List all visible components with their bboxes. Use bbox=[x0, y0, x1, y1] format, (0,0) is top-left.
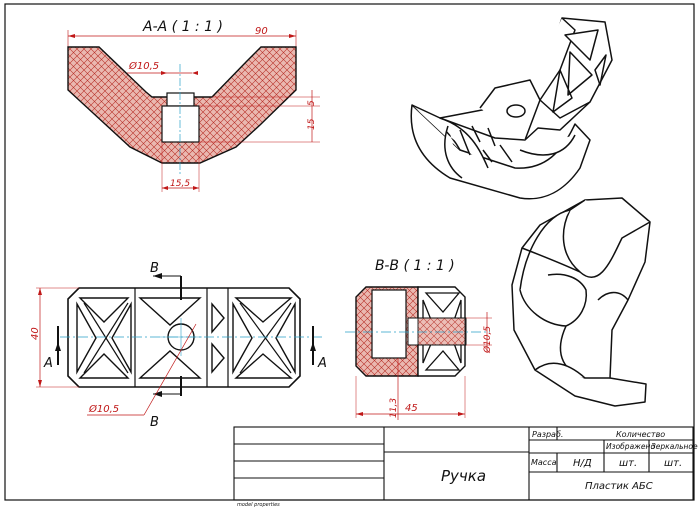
iso-view-bottom bbox=[511, 197, 651, 407]
bb-dim-hole: Ø10,5 bbox=[482, 326, 493, 354]
plan-mark-b-bottom: B bbox=[150, 415, 159, 430]
bb-dim-depth: 11,3 bbox=[389, 398, 399, 418]
tb-unit-2: шт. bbox=[664, 458, 682, 469]
plan-mark-a-right: A bbox=[317, 356, 327, 371]
section-bb-title: B-B ( 1 : 1 ) bbox=[375, 258, 455, 274]
tb-quantity-header: Количество bbox=[616, 430, 665, 439]
aa-dim-slot: 15,5 bbox=[170, 179, 190, 189]
section-bb: B-B ( 1 : 1 ) Ø10,5 11,3 45 bbox=[345, 258, 493, 420]
section-aa-title: A-A ( 1 : 1 ) bbox=[142, 19, 223, 35]
tb-mirrored: Зеркальное bbox=[651, 442, 698, 451]
iso-view-top bbox=[410, 17, 613, 200]
aa-dim-hole: Ø10,5 bbox=[128, 60, 159, 72]
tb-mass-value: Н/Д bbox=[573, 458, 592, 469]
plan-dim-height: 40 bbox=[30, 327, 41, 340]
tb-mass-label: Масса bbox=[531, 458, 557, 467]
section-aa: A-A ( 1 : 1 ) 90 Ø10,5 5 15 15,5 bbox=[67, 19, 320, 192]
aa-dim-5: 5 bbox=[307, 100, 317, 106]
tb-material: Пластик АБС bbox=[585, 481, 653, 492]
plan-view: B B A A 40 Ø10,5 bbox=[30, 261, 327, 430]
tb-razrab: Разраб. bbox=[532, 430, 563, 439]
plan-mark-b-top: B bbox=[150, 261, 159, 276]
title-block bbox=[233, 426, 694, 501]
plan-dim-hole: Ø10,5 bbox=[88, 403, 119, 415]
tb-unit-1: шт. bbox=[619, 458, 637, 469]
plan-mark-a-left: A bbox=[43, 356, 53, 371]
tb-depicted: Изображено bbox=[606, 442, 655, 451]
aa-dim-15: 15 bbox=[307, 118, 317, 130]
aa-dim-width: 90 bbox=[255, 26, 268, 37]
tb-part-name: Ручка bbox=[441, 467, 486, 485]
footer-note: model properties bbox=[237, 502, 280, 508]
bb-dim-width: 45 bbox=[405, 403, 418, 414]
